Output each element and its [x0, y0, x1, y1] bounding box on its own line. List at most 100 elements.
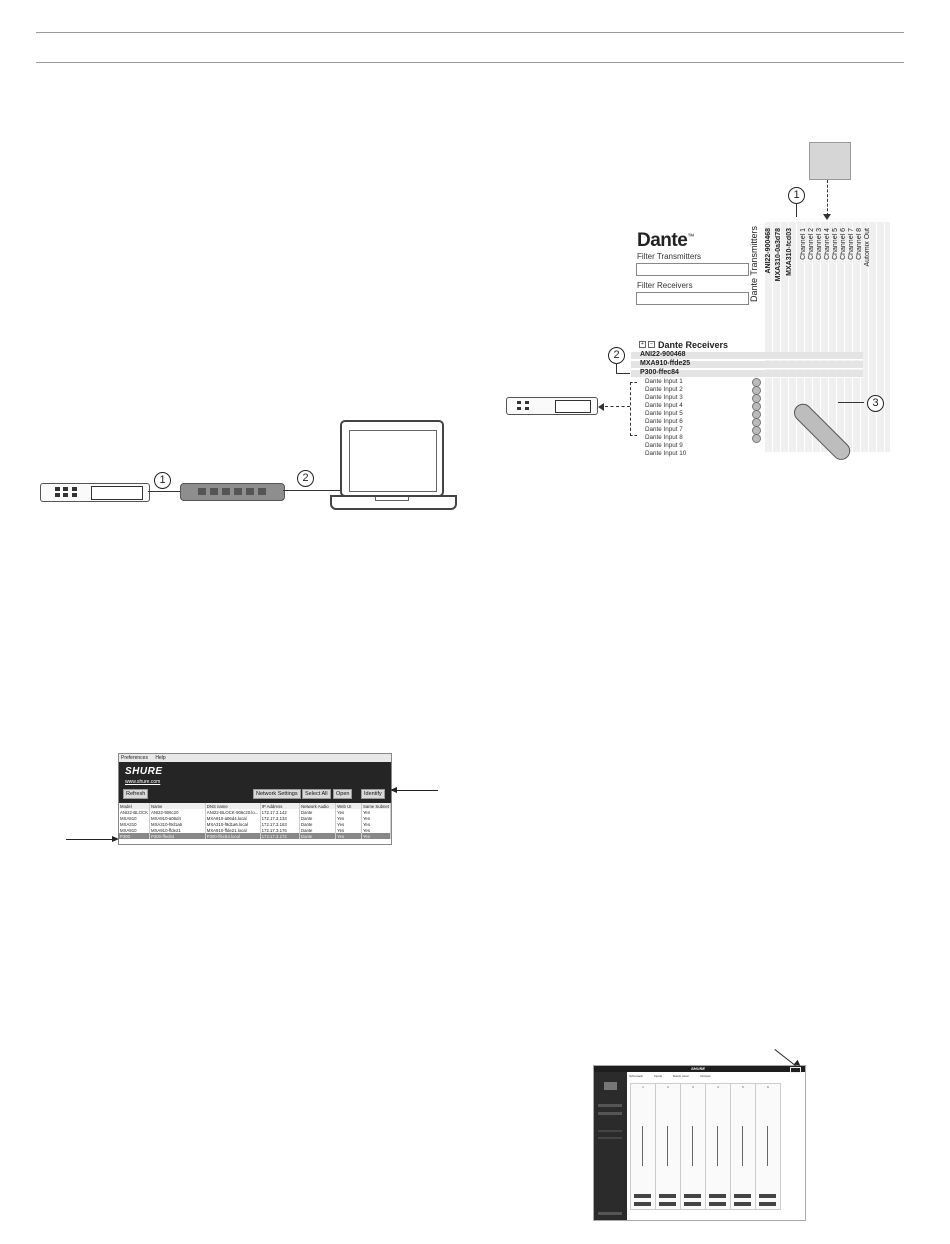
channel-2: Channel 3: [816, 228, 823, 260]
channel-8: Automix Out: [864, 228, 871, 267]
dante-input-10: Dante Input 10: [645, 450, 687, 457]
select-all-button[interactable]: Select All: [302, 789, 331, 799]
cell: MXA310-f9d1a6.local: [205, 821, 261, 827]
receiver-0: ANI22-900468: [640, 351, 686, 358]
web-app-screenshot: SHURE Schematic Inputs Matrix mixer Outp…: [593, 1065, 806, 1221]
cell: MXA910-a06d4: [149, 815, 206, 821]
column-header[interactable]: Network Audio: [299, 803, 337, 809]
tab-inputs[interactable]: Inputs: [653, 1074, 663, 1078]
open-button[interactable]: Open: [333, 789, 353, 799]
channel-4: Channel 5: [832, 228, 839, 260]
expand-icon[interactable]: +: [639, 341, 646, 348]
cable-switch-laptop: [283, 490, 343, 491]
cell: 172.17.3.133: [260, 815, 300, 821]
receiver-row-2[interactable]: [631, 370, 863, 378]
cell: P300: [119, 833, 150, 839]
table-row[interactable]: MXA910 MXA910-a06d4 MXA910-a06d4.local 1…: [119, 815, 391, 821]
cell: 172.17.3.176: [260, 827, 300, 833]
column-header[interactable]: IP Address: [260, 803, 300, 809]
cell: Dante: [299, 809, 337, 815]
callout-1: 1: [154, 472, 171, 489]
table-row[interactable]: MXA310 MXA310-f9d1a6 MXA310-f9d1a6.local…: [119, 821, 391, 827]
laptop: [340, 420, 444, 497]
column-header[interactable]: DNS name: [205, 803, 261, 809]
menu-preferences[interactable]: Preferences: [121, 755, 148, 761]
identify-button[interactable]: Identify: [361, 789, 385, 799]
shure-url-link[interactable]: www.shure.com: [125, 779, 161, 785]
app-corner-button[interactable]: [790, 1067, 801, 1073]
tab-matrix-mixer[interactable]: Matrix mixer: [672, 1074, 690, 1078]
collapse-icon[interactable]: −: [648, 341, 655, 348]
p300-device-small: [506, 397, 598, 415]
selected-row-arrow-line: [66, 839, 112, 840]
column-header[interactable]: Name: [149, 803, 206, 809]
input-status-icon: [752, 434, 761, 443]
tab-outputs[interactable]: Outputs: [700, 1074, 711, 1078]
tab-schematic[interactable]: Schematic: [629, 1074, 644, 1078]
refresh-button[interactable]: Refresh: [123, 789, 149, 799]
cell: MXA910-a06d4.local: [205, 815, 261, 821]
network-settings-button[interactable]: Network Settings: [253, 789, 301, 799]
discovery-header: SHURE www.shure.com Refresh Network Sett…: [119, 762, 391, 803]
cell: P300-ffec84: [149, 833, 206, 839]
app-shure-logo: SHURE: [691, 1066, 706, 1071]
shure-web-device-discovery: Preferences Help SHURE www.shure.com Ref…: [118, 753, 392, 845]
receiver-row-1[interactable]: [631, 361, 863, 369]
sidebar-item[interactable]: [598, 1137, 622, 1139]
cell: Yes: [335, 827, 362, 833]
selected-row-arrowhead: [112, 836, 119, 842]
callout-2-line: [616, 363, 617, 373]
cell: MXA910: [119, 827, 150, 833]
matrix-grid: [765, 222, 890, 452]
callout-dante-2: 2: [608, 347, 625, 364]
cell: Yes: [335, 821, 362, 827]
cell: Yes: [335, 815, 362, 821]
dante-input-7: Dante Input 7: [645, 426, 683, 433]
identify-arrow-line: [396, 790, 438, 791]
filter-transmitters-input[interactable]: [636, 263, 749, 276]
cell: MXA310-f9d1a6: [149, 821, 206, 827]
menu-bar: Preferences Help: [119, 754, 391, 762]
app-top-bar: [594, 1066, 805, 1072]
channel-3: Channel 4: [824, 228, 831, 260]
cell: Dante: [299, 827, 337, 833]
cell: Yes: [361, 833, 391, 839]
cell: 172.17.3.172: [260, 833, 300, 839]
dante-transmitters-header: Dante Transmitters: [749, 226, 759, 303]
cell: Yes: [335, 809, 362, 815]
dante-receivers-header: Dante Receivers: [658, 340, 729, 350]
receiver-row-0[interactable]: [631, 352, 863, 360]
table-row[interactable]: MXA910 MXA910-ffde21 MXA910-ffde21.local…: [119, 827, 391, 833]
callout-dante-1: 1: [788, 187, 805, 204]
column-header[interactable]: Model: [119, 803, 150, 809]
inputs-arrowhead: [598, 403, 604, 411]
app-tabs: Schematic Inputs Matrix mixer Outputs: [629, 1074, 721, 1078]
cell: ANI22-BLOCK-906c20.lo...: [205, 809, 261, 815]
sidebar-item[interactable]: [598, 1104, 622, 1107]
column-header[interactable]: Same Subnet: [361, 803, 391, 809]
callout-1-line: [796, 204, 797, 217]
app-sidebar: [594, 1072, 627, 1220]
table-row[interactable]: ANI22-BLOCK ANI22-906c20 ANI22-BLOCK-906…: [119, 809, 391, 815]
cell: MXA310: [119, 821, 150, 827]
channel-5: Channel 6: [840, 228, 847, 260]
dante-input-5: Dante Input 5: [645, 410, 683, 417]
receiver-1: MXA910-ffde25: [640, 360, 691, 367]
cell: Dante: [299, 815, 337, 821]
column-header[interactable]: Web UI: [335, 803, 362, 809]
cell: Yes: [361, 827, 391, 833]
cell: ANI22-BLOCK: [119, 809, 150, 815]
cell: MXA910-ffde21.local: [205, 827, 261, 833]
mxa-device-thumbnail: [809, 142, 851, 180]
receiver-2: P300-ffec84: [640, 369, 679, 376]
table-row-selected[interactable]: P300 P300-ffec84 P300-ffec84.local 172.1…: [119, 833, 391, 839]
shure-logo: SHURE: [125, 766, 163, 777]
channel-strip-3: 3: [680, 1083, 706, 1210]
cell: P300-ffec84.local: [205, 833, 261, 839]
sidebar-item[interactable]: [598, 1112, 622, 1115]
dante-input-9: Dante Input 9: [645, 442, 683, 449]
filter-receivers-input[interactable]: [636, 292, 749, 305]
sidebar-item[interactable]: [598, 1212, 622, 1215]
menu-help[interactable]: Help: [155, 755, 166, 761]
sidebar-item[interactable]: [598, 1130, 622, 1132]
